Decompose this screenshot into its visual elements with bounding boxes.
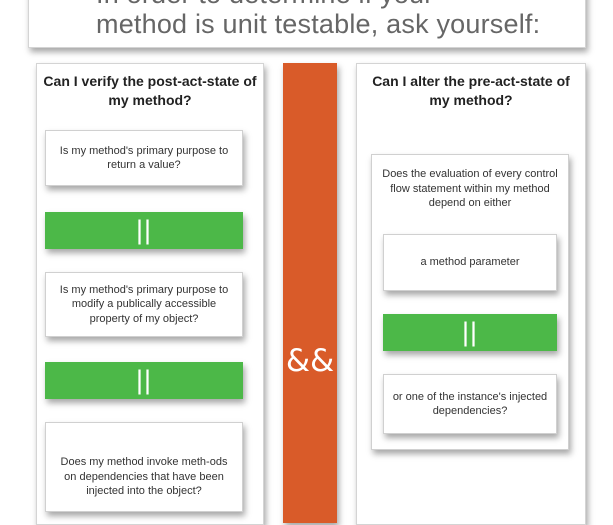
- and-bar: &&: [283, 63, 337, 523]
- injected-dependencies-text: or one of the instance's injected depend…: [392, 390, 548, 418]
- left-panel-title: Can I verify the post-act-state of my me…: [43, 73, 257, 108]
- right-panel-title: Can I alter the pre-act-state of my meth…: [372, 73, 570, 108]
- injected-dependencies-card: or one of the instance's injected depend…: [383, 374, 557, 434]
- invoke-dependencies-card: Does my method invoke meth-ods on depend…: [45, 422, 243, 512]
- right-panel: Can I alter the pre-act-state of my meth…: [356, 63, 586, 525]
- header-line-1: In order to determine if your: [96, 0, 433, 10]
- method-parameter-card: a method parameter: [383, 234, 557, 291]
- return-value-card: Is my method's primary purpose to return…: [45, 130, 243, 186]
- or-bar-1: ||: [45, 212, 243, 249]
- modify-property-card: Is my method's primary purpose to modify…: [45, 272, 243, 337]
- left-panel: Can I verify the post-act-state of my me…: [36, 63, 264, 525]
- control-flow-text: Does the evaluation of every control flo…: [382, 168, 558, 209]
- or-symbol-1: ||: [135, 215, 153, 245]
- or-bar-2: ||: [45, 362, 243, 399]
- method-parameter-text: a method parameter: [420, 256, 520, 269]
- invoke-dependencies-text: Does my method invoke meth-ods on depend…: [60, 456, 228, 497]
- or-bar-right: ||: [383, 314, 557, 351]
- and-symbol: &&: [285, 343, 335, 379]
- or-symbol-right: ||: [461, 317, 479, 347]
- return-value-text: Is my method's primary purpose to return…: [59, 144, 229, 172]
- header-line-2: method is unit testable, ask yourself:: [96, 9, 541, 39]
- modify-property-text: Is my method's primary purpose to modify…: [59, 283, 229, 325]
- header-banner: In order to determine if your method is …: [28, 0, 586, 48]
- or-symbol-2: ||: [135, 365, 153, 395]
